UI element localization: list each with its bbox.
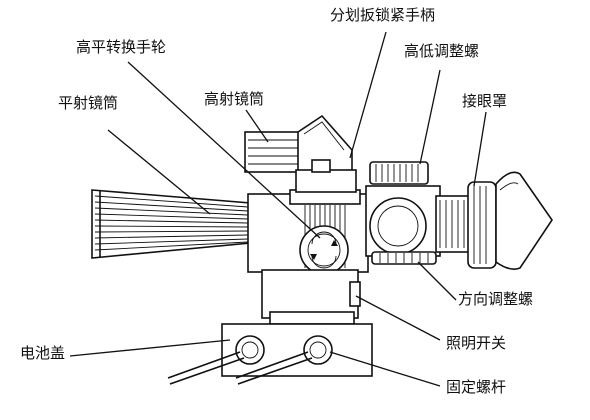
label-switch-wheel: 高平转换手轮 (76, 38, 167, 56)
label-elevation-knob: 高低调整螺 (404, 42, 480, 60)
leader-lines (69, 31, 487, 387)
high-angle-tube (244, 114, 357, 193)
label-flat-tube: 平射镜筒 (58, 94, 119, 112)
base-assembly (167, 269, 373, 385)
label-direction-knob: 方向调整螺 (458, 290, 534, 308)
label-clamp-handle: 分划扳锁紧手柄 (330, 6, 436, 24)
flat-objective-tube (91, 189, 251, 259)
label-fix-screw: 固定螺杆 (446, 378, 507, 396)
label-eyecup: 接眼罩 (462, 92, 508, 110)
eyepiece-assembly (365, 161, 553, 270)
switch-handwheel (299, 225, 349, 275)
label-high-tube: 高射镜筒 (204, 90, 265, 108)
label-light-switch: 照明开关 (446, 334, 507, 352)
label-battery-cover: 电池盖 (20, 344, 66, 362)
